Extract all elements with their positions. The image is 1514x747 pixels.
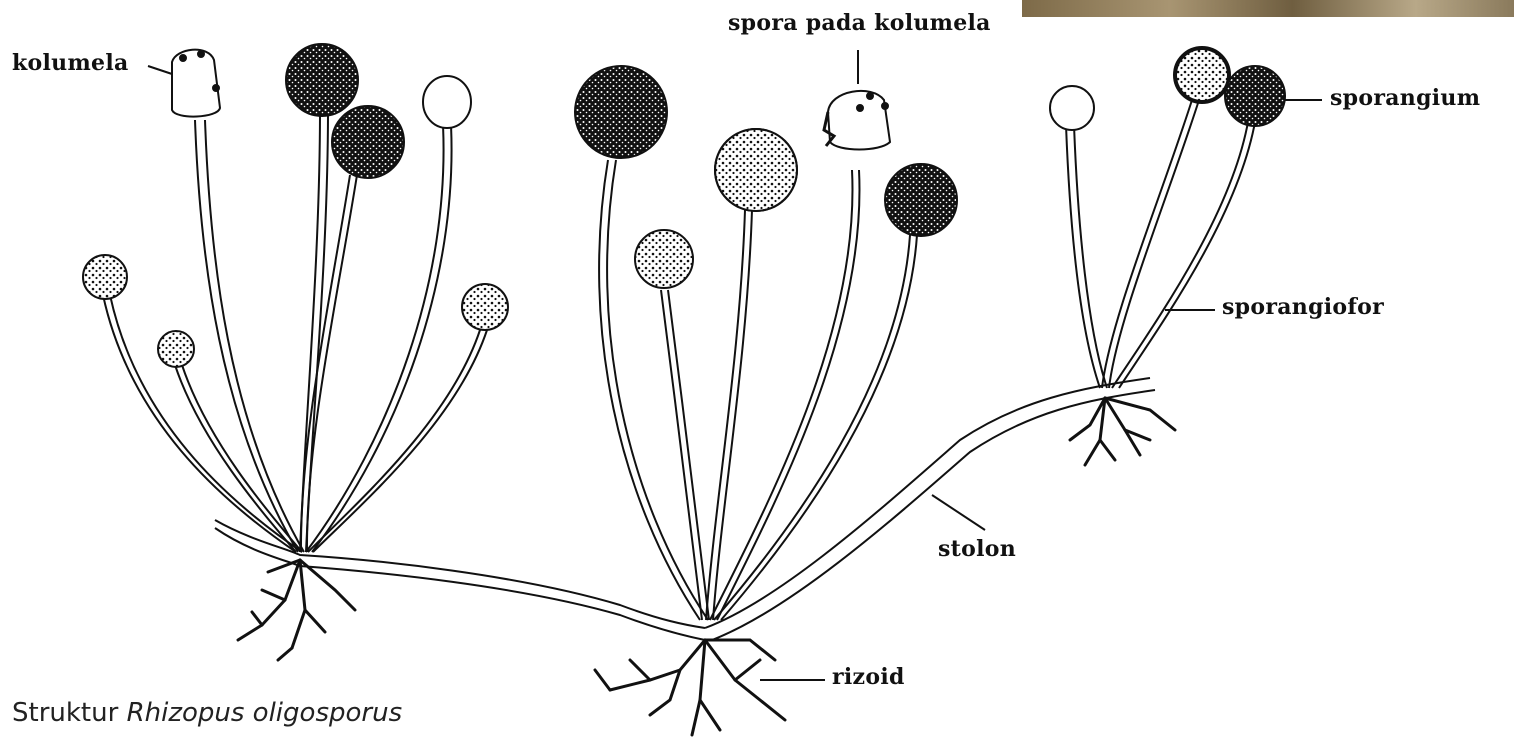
kolumela-leader [148,66,172,74]
left-sporangia [83,44,508,367]
label-stolon: stolon [938,536,1016,562]
figure-caption: Struktur Rhizopus oligosporus [12,698,402,728]
right-rhizoids [1070,398,1175,465]
left-rhizoids [238,560,355,660]
label-spora-pada-kolumela: spora pada kolumela [728,10,991,36]
middle-sporangia [575,66,957,288]
label-kolumela: kolumela [12,50,129,76]
label-rizoid: rizoid [832,664,905,690]
middle-cluster [599,160,917,620]
right-cluster [1066,100,1255,388]
left-cluster [103,110,487,552]
caption-prefix: Struktur [12,698,127,728]
caption-species: Rhizopus oligosporus [127,698,403,728]
label-sporangiofor: sporangiofor [1222,294,1384,320]
middle-rhizoids [595,640,785,735]
stolon-leader [932,495,985,530]
right-sporangia [1050,48,1285,130]
label-sporangium: sporangium [1330,85,1480,111]
